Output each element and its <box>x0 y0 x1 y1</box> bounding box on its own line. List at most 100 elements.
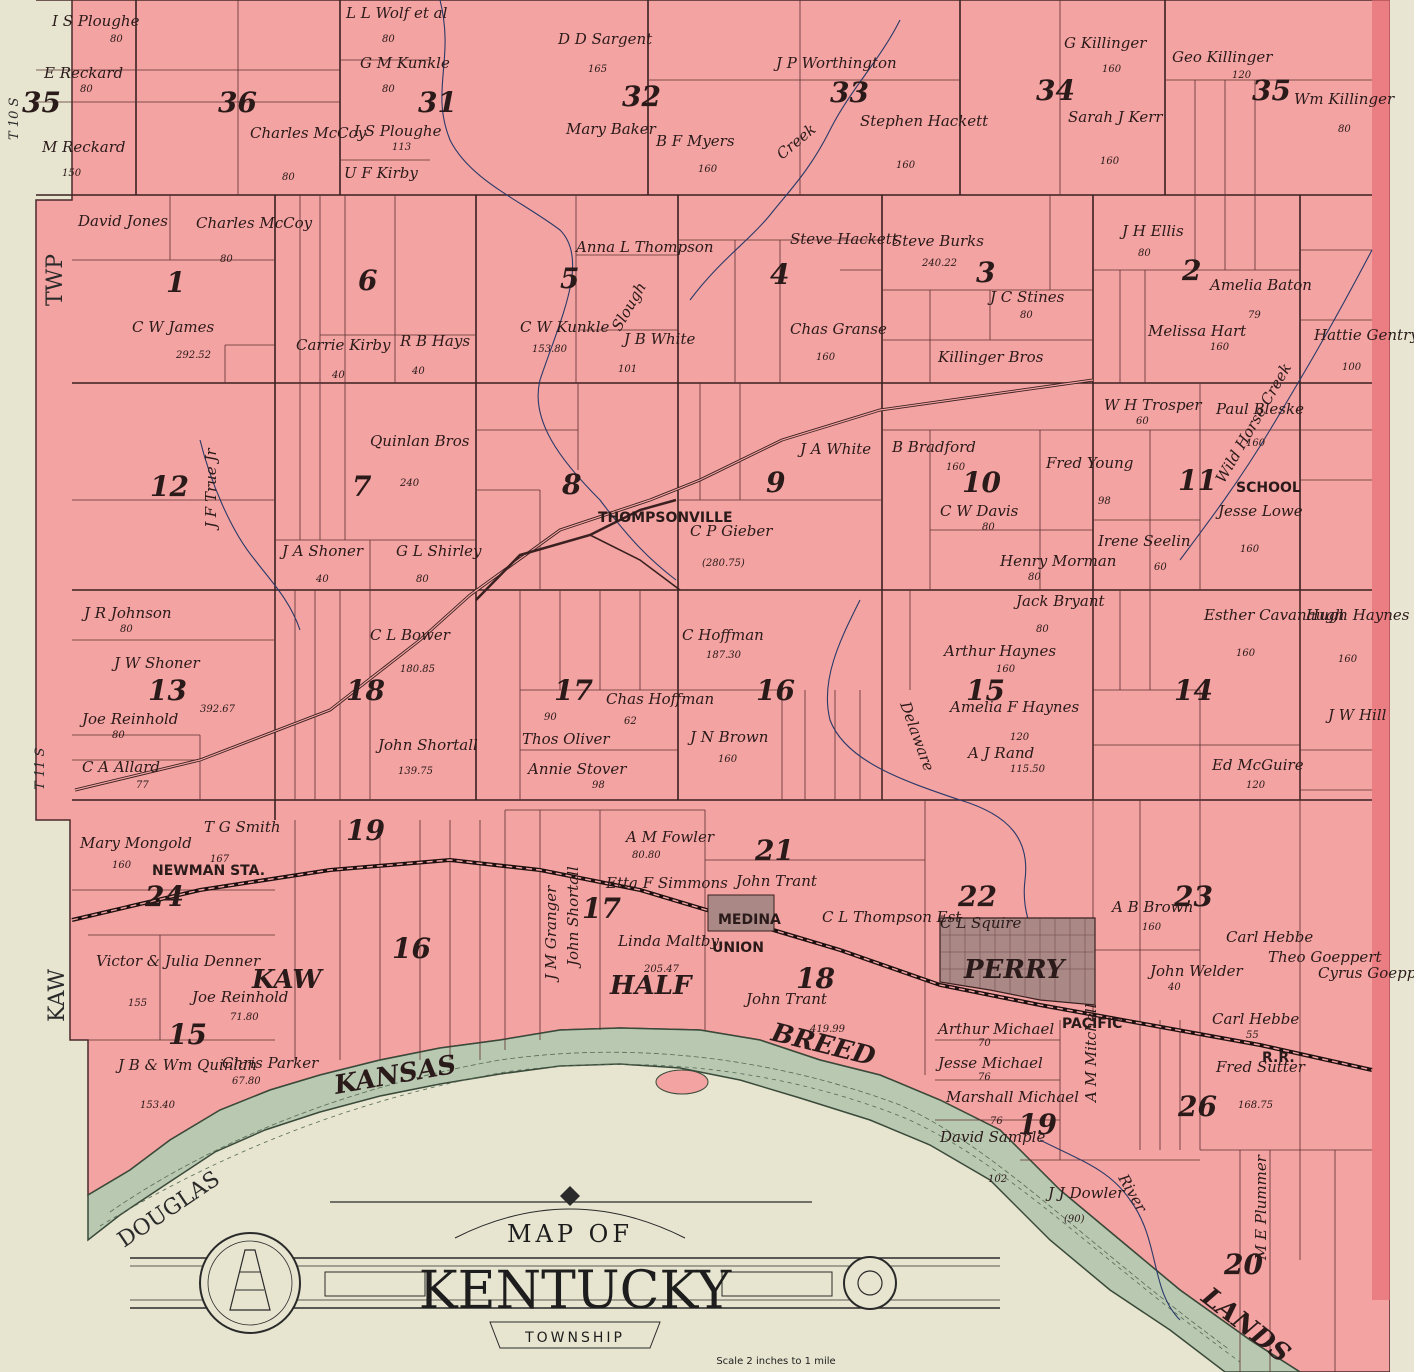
owner-name: J H Ellis <box>1119 222 1184 240</box>
owner-acres: 160 <box>1142 922 1162 933</box>
owner-name: Hattie Gentry <box>1313 326 1414 344</box>
owner-acres: 40 <box>315 574 329 585</box>
owner-name: R B Hays <box>399 332 470 350</box>
map-scale: Scale 2 inches to 1 mile <box>716 1356 835 1367</box>
twp-label: TWP <box>43 254 68 306</box>
owner-name: Carl Hebbe <box>1226 928 1313 946</box>
owner-name: Fred Sutter <box>1215 1058 1306 1076</box>
thompsonville-label: THOMPSONVILLE <box>598 510 733 526</box>
owner-acres: 102 <box>988 1174 1007 1185</box>
owner-name: Linda Maltby <box>617 932 719 950</box>
owner-acres: 80 <box>282 172 295 183</box>
owner-name: B Bradford <box>891 438 976 456</box>
section-number: 15 <box>966 674 1005 707</box>
section-number: 17 <box>582 892 621 925</box>
owner-name: U F Kirby <box>344 164 418 182</box>
medina-label: MEDINA <box>718 912 781 928</box>
creeks <box>199 0 1373 1321</box>
owner-acres: 180.85 <box>400 664 435 675</box>
section-number: 21 <box>754 834 794 867</box>
title-cartouche: MAP OF KENTUCKY TOWNSHIP Scale 2 inches … <box>130 1186 1000 1367</box>
derrick-icon <box>229 1249 271 1311</box>
section-number: 9 <box>766 466 785 499</box>
owner-name: Killinger Bros <box>937 348 1044 366</box>
section-number: 7 <box>352 470 372 503</box>
owner-acres: 80.80 <box>632 850 661 861</box>
newman-station-label: NEWMAN STA. <box>152 863 265 879</box>
owner-acres: 160 <box>1236 648 1256 659</box>
owner-name: Stephen Hackett <box>860 112 989 130</box>
section-number: 13 <box>148 674 187 707</box>
owner-name: Annie Stover <box>526 760 627 778</box>
section-number: 5 <box>560 262 579 295</box>
owner-name: John Trant <box>733 872 818 890</box>
half-label: HALF <box>609 971 693 1001</box>
owner-name: Chas Granse <box>790 320 887 338</box>
section-number: 6 <box>358 264 377 297</box>
owner-acres: (90) <box>1064 1214 1085 1225</box>
owner-acres: 165 <box>588 64 607 75</box>
owner-acres: 153.40 <box>140 1100 176 1111</box>
owner-name: J N Brown <box>687 728 768 746</box>
roads <box>74 378 1094 792</box>
owner-name: J F True Jr <box>202 448 220 531</box>
section-number: 16 <box>756 674 795 707</box>
owner-acres: 115.50 <box>1010 764 1046 775</box>
owner-name: Theo Goeppert <box>1268 948 1382 966</box>
owner-acres: 71.80 <box>230 1012 259 1023</box>
owner-name: Sarah J Kerr <box>1068 108 1163 126</box>
owner-name: Esther Cavanaugh <box>1203 606 1345 624</box>
owner-name: Geo Killinger <box>1172 48 1273 66</box>
owner-name: Victor & Julia Denner <box>96 952 261 970</box>
section-number: 17 <box>554 674 593 707</box>
section-number: 11 <box>1178 464 1217 497</box>
owner-acres: 80 <box>416 574 429 585</box>
t11s-label: T 11 S <box>33 748 48 790</box>
owner-acres: 120 <box>1232 70 1252 81</box>
owner-acres: 80 <box>110 34 123 45</box>
section-number: 22 <box>957 880 997 913</box>
owner-acres: 160 <box>718 754 738 765</box>
owner-labels: I S Ploughe 80 E Reckard 80 M Reckard 15… <box>41 4 1414 1225</box>
owner-name: C L Thompson Est <box>822 908 962 926</box>
owner-acres: 120 <box>1010 732 1030 743</box>
owner-name: Chris Parker <box>222 1054 319 1072</box>
section-number: 23 <box>1173 880 1213 913</box>
owner-acres: 160 <box>896 160 916 171</box>
owner-acres: 80 <box>120 624 133 635</box>
owner-name: Carl Hebbe <box>1212 1010 1299 1028</box>
owner-acres: 80 <box>1338 124 1351 135</box>
owner-name: I S Ploughe <box>353 122 442 140</box>
owner-name: Joe Reinhold <box>79 710 178 728</box>
owner-acres: 120 <box>1246 780 1266 791</box>
owner-name: J C Stines <box>987 288 1065 306</box>
section-number: 19 <box>346 814 385 847</box>
owner-name: B F Myers <box>655 132 735 150</box>
owner-acres: 153.80 <box>532 344 568 355</box>
owner-name: G Killinger <box>1064 34 1147 52</box>
owner-acres: 101 <box>618 364 637 375</box>
owner-acres: 292.52 <box>175 350 211 361</box>
owner-acres: 160 <box>1338 654 1358 665</box>
owner-name: Steve Burks <box>892 232 984 250</box>
owner-name: J P Worthington <box>773 54 897 72</box>
owner-name: E Reckard <box>43 64 123 82</box>
owner-acres: 160 <box>996 664 1016 675</box>
owner-name: John Shortall <box>375 736 478 754</box>
section-number: 4 <box>770 258 789 291</box>
owner-name: Arthur Michael <box>936 1020 1054 1038</box>
union-label: UNION <box>712 940 764 956</box>
kaw-margin-label: KAW <box>45 968 70 1022</box>
section-number: 31 <box>418 86 457 119</box>
section-number: 19 <box>1018 1108 1057 1141</box>
owner-name: A B Brown <box>1110 898 1193 916</box>
owner-name: Thos Oliver <box>522 730 610 748</box>
owner-name: L L Wolf et al <box>345 4 448 22</box>
owner-name: Amelia Baton <box>1208 276 1312 294</box>
owner-name: Irene Seelin <box>1097 532 1191 550</box>
owner-name: A M Fowler <box>624 828 715 846</box>
owner-acres: 139.75 <box>398 766 433 777</box>
owner-acres: 80 <box>1036 624 1049 635</box>
owner-name: C L Squire <box>940 914 1021 932</box>
owner-acres: 55 <box>1246 1030 1259 1041</box>
